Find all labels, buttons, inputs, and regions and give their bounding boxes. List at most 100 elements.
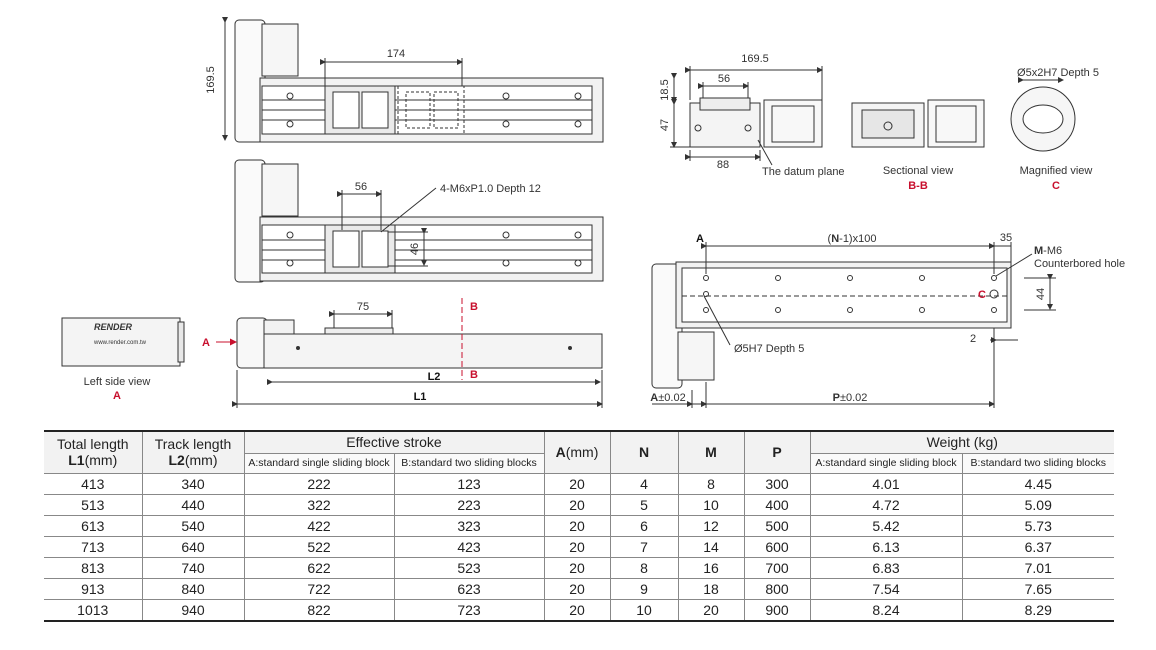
table-cell: 20 xyxy=(543,535,611,558)
table-cell: 20 xyxy=(543,556,611,579)
table-cell: 8.24 xyxy=(809,598,963,622)
sectional-view xyxy=(851,99,985,148)
table-cell: 20 xyxy=(543,598,611,622)
dim-44-label: 44 xyxy=(1035,288,1047,300)
mid-view xyxy=(234,159,604,283)
dim-2-label: 2 xyxy=(970,333,976,345)
section-width-label: 169.5 xyxy=(741,53,769,65)
table-cell: 5.73 xyxy=(961,514,1114,537)
header-a-unit: (mm) xyxy=(565,444,599,461)
header-stroke-b: B:standard two sliding blocks xyxy=(393,452,545,474)
magnified-mark: C xyxy=(1052,180,1060,192)
header-l2: L2 xyxy=(168,452,185,469)
section-185-label: 18.5 xyxy=(659,79,671,100)
table-cell: 413 xyxy=(44,472,143,495)
p-tol-value: ±0.02 xyxy=(840,392,867,404)
dim-block-label: 75 xyxy=(357,301,369,313)
bottom-a-mark: A xyxy=(696,233,704,245)
pitch-n: N xyxy=(831,233,839,245)
table-cell: 4.72 xyxy=(809,493,963,516)
brand-logo: RENDER xyxy=(94,322,133,332)
pitch-formula: (N-1)x100 xyxy=(828,233,877,245)
table-cell: 14 xyxy=(677,535,745,558)
table-cell: 7 xyxy=(609,535,679,558)
dim-side-label: 46 xyxy=(409,243,421,255)
counterbored-label: Counterbored hole xyxy=(1034,258,1125,270)
table-cell: 600 xyxy=(743,535,811,558)
magnified-note: Ø5x2H7 Depth 5 xyxy=(1017,67,1099,79)
section-56-label: 56 xyxy=(718,73,730,85)
table-cell: 5 xyxy=(609,493,679,516)
table-cell: 540 xyxy=(141,514,245,537)
table-cell: 222 xyxy=(243,472,395,495)
dim-width-label: 174 xyxy=(387,48,405,60)
table-cell: 8 xyxy=(609,556,679,579)
table-cell: 20 xyxy=(543,472,611,495)
table-cell: 440 xyxy=(141,493,245,516)
table-cell: 9 xyxy=(609,577,679,600)
header-weight-a: A:standard single sliding block xyxy=(809,452,963,474)
header-weight: Weight (kg) xyxy=(809,430,1114,454)
left-side-view xyxy=(61,317,185,367)
table-cell: 340 xyxy=(141,472,245,495)
m-note: M-M6 xyxy=(1034,245,1062,257)
section-mark-bottom: B xyxy=(470,369,478,381)
table-cell: 7.65 xyxy=(961,577,1114,600)
table-cell: 813 xyxy=(44,556,143,579)
technical-drawing: 169.5 174 56 46 4-M6xP1.0 Depth 12 xyxy=(61,17,1125,408)
header-total-length-top: Total length xyxy=(56,436,129,453)
table-cell: 900 xyxy=(743,598,811,622)
table-cell: 523 xyxy=(393,556,545,579)
a-tol-mark: A xyxy=(650,392,658,404)
table-cell: 623 xyxy=(393,577,545,600)
section-47-label: 47 xyxy=(659,119,671,131)
dim-spacing-label: 56 xyxy=(355,181,367,193)
table-cell: 223 xyxy=(393,493,545,516)
thread-note: 4-M6xP1.0 Depth 12 xyxy=(440,183,541,195)
table-cell: 20 xyxy=(543,577,611,600)
table-cell: 12 xyxy=(677,514,745,537)
table-cell: 7.54 xyxy=(809,577,963,600)
side-view xyxy=(216,298,603,408)
table-cell: 322 xyxy=(243,493,395,516)
m-note-text: -M6 xyxy=(1043,245,1062,257)
table-cell: 7.01 xyxy=(961,556,1114,579)
table-cell: 713 xyxy=(44,535,143,558)
p-tol-mark: P xyxy=(833,392,840,404)
table-cell: 500 xyxy=(743,514,811,537)
header-l1-unit: (mm) xyxy=(84,452,118,469)
hole-note: Ø5H7 Depth 5 xyxy=(734,343,804,355)
table-cell: 6 xyxy=(609,514,679,537)
header-effective-stroke: Effective stroke xyxy=(243,430,545,454)
table-cell: 513 xyxy=(44,493,143,516)
header-stroke-a: A:standard single sliding block xyxy=(243,452,395,474)
c-mark: C xyxy=(978,289,986,301)
table-cell: 822 xyxy=(243,598,395,622)
table-cell: 300 xyxy=(743,472,811,495)
pitch-open: ( xyxy=(828,233,832,245)
header-n: N xyxy=(609,430,679,474)
l2-label: L2 xyxy=(428,371,441,383)
table-cell: 400 xyxy=(743,493,811,516)
table-cell: 613 xyxy=(44,514,143,537)
table-cell: 940 xyxy=(141,598,245,622)
table-cell: 700 xyxy=(743,556,811,579)
header-a: A(mm) xyxy=(543,430,611,474)
pitch-rest: -1)x100 xyxy=(839,233,876,245)
table-cell: 20 xyxy=(677,598,745,622)
table-cell: 740 xyxy=(141,556,245,579)
table-cell: 8.29 xyxy=(961,598,1114,622)
p-tolerance: P±0.02 xyxy=(833,392,868,404)
table-cell: 722 xyxy=(243,577,395,600)
table-cell: 6.83 xyxy=(809,556,963,579)
table-cell: 5.42 xyxy=(809,514,963,537)
sectional-mark: B-B xyxy=(908,180,928,192)
table-cell: 840 xyxy=(141,577,245,600)
brand-url: www.render.com.tw xyxy=(93,340,147,346)
a-tol-value: ±0.02 xyxy=(658,392,685,404)
